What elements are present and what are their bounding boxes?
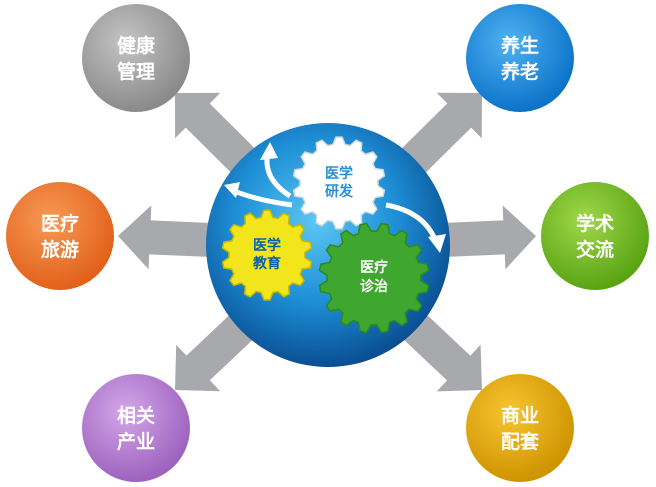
- node-label: 健康: [117, 34, 156, 57]
- gear-research-label-1: 医学: [325, 165, 353, 182]
- node-circle: [82, 4, 190, 112]
- node-circle: [466, 374, 574, 482]
- gear-education-label-1: 医学: [253, 237, 281, 254]
- node-label: 商业: [501, 404, 539, 427]
- node-label: 配套: [501, 430, 540, 453]
- node-related-industry: 相关 产业: [82, 374, 190, 482]
- node-elderly-care: 养生 养老: [466, 4, 574, 112]
- node-label: 养老: [500, 60, 539, 83]
- gear-medical-treatment: 医疗 诊治: [318, 222, 430, 334]
- gear-research-label-2: 研发: [325, 183, 354, 200]
- node-medical-tourism: 医疗 旅游: [6, 182, 114, 290]
- node-label: 产业: [117, 430, 155, 453]
- gear-education-label-2: 教育: [253, 255, 281, 272]
- gear-icon: [318, 222, 430, 334]
- node-label: 养生: [500, 34, 539, 57]
- curved-arrow-right-head-icon: [428, 234, 446, 253]
- node-label: 交流: [576, 238, 614, 261]
- node-commercial-support: 商业 配套: [466, 374, 574, 482]
- node-circle: [6, 182, 114, 290]
- gear-icon: [221, 209, 313, 301]
- node-health-management: 健康 管理: [82, 4, 190, 112]
- gear-treatment-label-1: 医疗: [360, 259, 388, 276]
- gear-medical-research: 医学 研发: [292, 136, 386, 230]
- node-circle: [82, 374, 190, 482]
- gear-treatment-label-2: 诊治: [360, 278, 388, 295]
- curved-arrow-up-head-icon: [260, 142, 278, 160]
- node-circle: [466, 4, 574, 112]
- node-circle: [541, 182, 649, 290]
- node-label: 相关: [117, 404, 155, 427]
- node-label: 学术: [576, 212, 614, 235]
- curved-arrow-left-head-icon: [224, 182, 240, 198]
- node-label: 医疗: [41, 212, 79, 235]
- gear-medical-education: 医学 教育: [221, 209, 313, 301]
- gear-icon: [292, 136, 386, 230]
- node-academic-exchange: 学术 交流: [541, 182, 649, 290]
- node-label: 旅游: [41, 238, 79, 261]
- node-label: 管理: [117, 60, 155, 83]
